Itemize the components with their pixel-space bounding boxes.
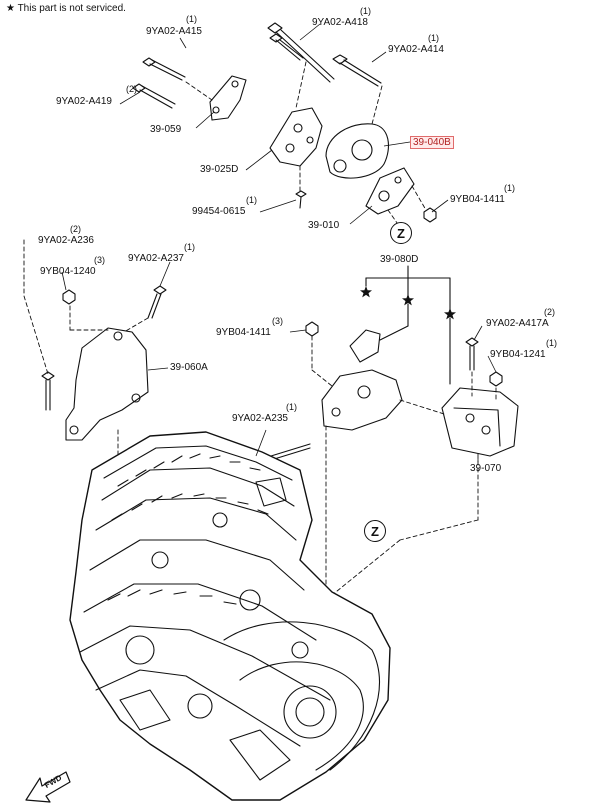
bracket-39-080d-shape bbox=[321, 369, 403, 431]
label-9ya02-a414: 9YA02-A414 bbox=[388, 44, 444, 55]
qty-b1241: (1) bbox=[546, 338, 557, 348]
qty-b1411-mid: (3) bbox=[272, 316, 283, 326]
bolt-a415-icon bbox=[269, 33, 304, 61]
engine-block-shape bbox=[69, 431, 391, 801]
bolt-a236-icon bbox=[41, 371, 55, 411]
label-39-040b-highlighted[interactable]: 39-040B bbox=[410, 136, 454, 149]
qty-a237: (1) bbox=[184, 242, 195, 252]
bolt-a418-icon bbox=[267, 22, 335, 83]
qty-a419: (2) bbox=[126, 84, 137, 94]
label-9yb04-1411-mid: 9YB04-1411 bbox=[216, 327, 271, 338]
qty-99454: (1) bbox=[246, 195, 257, 205]
label-39-010: 39-010 bbox=[308, 220, 340, 231]
bolt-a417a-icon bbox=[465, 337, 479, 371]
bolt-b1240-icon bbox=[62, 289, 76, 305]
note-text: This part is not serviced. bbox=[17, 3, 126, 14]
link-39-010-shape bbox=[365, 167, 415, 215]
z-reference-bottom: Z bbox=[364, 520, 386, 542]
star-marker-icon bbox=[444, 308, 456, 320]
qty-a236: (2) bbox=[70, 224, 81, 234]
label-39-025d: 39-025D bbox=[200, 164, 239, 175]
bolt-b1411-mid-icon bbox=[305, 321, 319, 337]
star-marker-icon bbox=[402, 294, 414, 306]
mount-39-070-shape bbox=[441, 387, 519, 457]
bracket-39-025d-shape bbox=[269, 107, 323, 167]
bolt-a419-icon bbox=[132, 57, 186, 109]
label-39-080d: 39-080D bbox=[380, 254, 419, 265]
label-9yb04-1411-top: 9YB04-1411 bbox=[450, 194, 505, 205]
label-39-059: 39-059 bbox=[150, 124, 182, 135]
not-serviced-note: ★ This part is not serviced. bbox=[6, 3, 126, 15]
qty-a415: (1) bbox=[186, 14, 197, 24]
label-39-060a: 39-060A bbox=[170, 362, 208, 373]
qty-a417a: (2) bbox=[544, 307, 555, 317]
label-9ya02-a415: 9YA02-A415 bbox=[146, 26, 202, 37]
label-9ya02-a237: 9YA02-A237 bbox=[128, 253, 184, 264]
bolt-b1241-icon bbox=[489, 371, 503, 387]
bolt-a237-icon bbox=[147, 285, 167, 319]
qty-b1411-top: (1) bbox=[504, 183, 515, 193]
star-marker-icon bbox=[360, 286, 372, 298]
label-39-070: 39-070 bbox=[470, 463, 502, 474]
label-9ya02-a235: 9YA02-A235 bbox=[232, 413, 288, 424]
fwd-arrow-icon bbox=[25, 771, 71, 803]
qty-a414: (1) bbox=[428, 33, 439, 43]
label-9yb04-1240: 9YB04-1240 bbox=[40, 266, 96, 277]
label-9yb04-1241: 9YB04-1241 bbox=[490, 349, 546, 360]
qty-b1240: (3) bbox=[94, 255, 105, 265]
bolt-a414-icon bbox=[332, 54, 382, 87]
label-99454-0615: 99454-0615 bbox=[192, 206, 246, 217]
bracket-39-060a-shape bbox=[65, 327, 149, 441]
label-9ya02-a236: 9YA02-A236 bbox=[38, 235, 94, 246]
qty-a235: (1) bbox=[286, 402, 297, 412]
z-reference-top: Z bbox=[390, 222, 412, 244]
star-symbol: ★ bbox=[6, 3, 15, 14]
mount-39-040b-shape bbox=[325, 123, 390, 179]
label-9ya02-a417a: 9YA02-A417A bbox=[486, 318, 549, 329]
label-9ya02-a419: 9YA02-A419 bbox=[56, 96, 112, 107]
label-9ya02-a418: 9YA02-A418 bbox=[312, 17, 368, 28]
qty-a418: (1) bbox=[360, 6, 371, 16]
